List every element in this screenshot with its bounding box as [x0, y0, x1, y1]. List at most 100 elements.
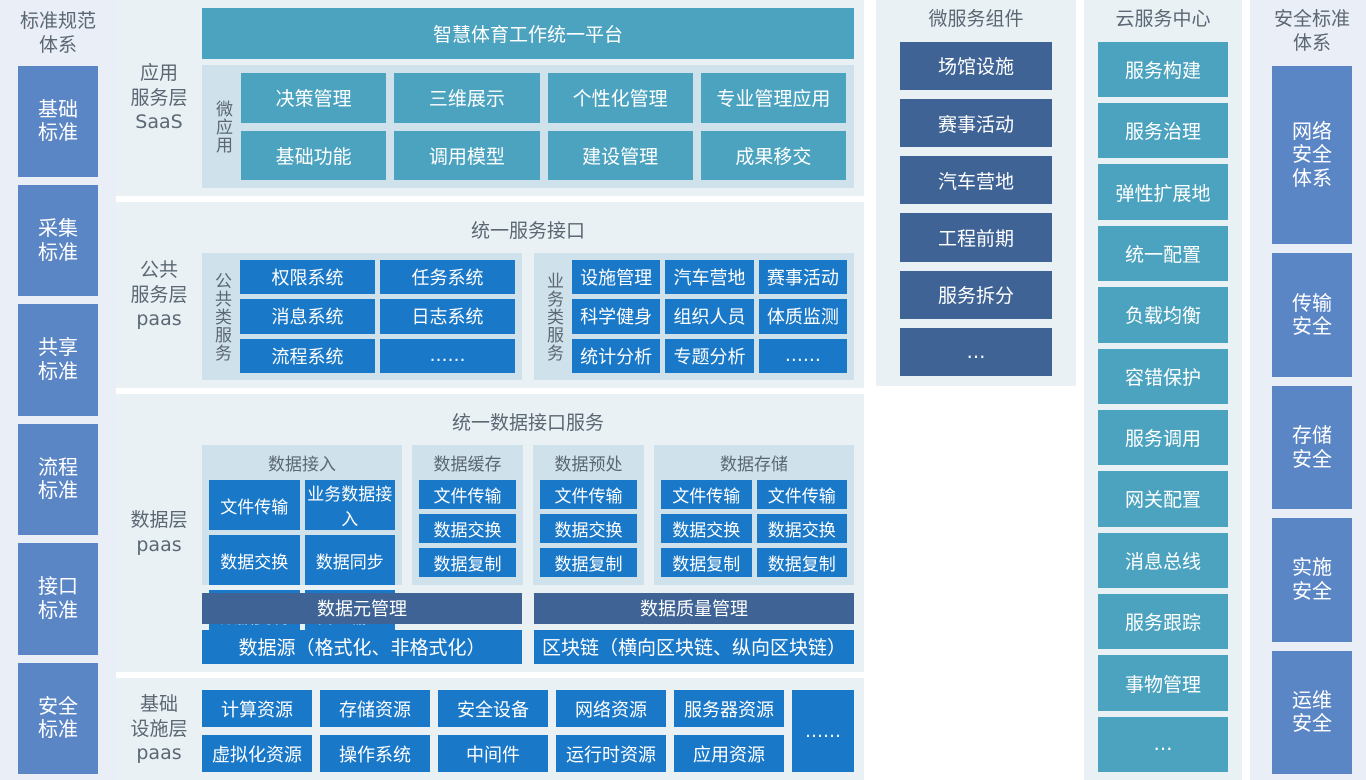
application-tile-6[interactable]: 建设管理: [547, 130, 693, 180]
standards-list: 基础 标准采集 标准共享 标准流程 标准接口 标准安全 标准: [0, 65, 116, 775]
infrastructure-tile-1[interactable]: 存储资源: [320, 690, 430, 727]
application-tile-5[interactable]: 调用模型: [394, 130, 540, 180]
data-tile-3-4[interactable]: 数据复制: [661, 548, 752, 577]
cloud-service-box-1[interactable]: 服务治理: [1098, 103, 1228, 159]
public-service-tile-1-6[interactable]: 统计分析: [572, 338, 661, 373]
data-management-bar-0[interactable]: 数据元管理: [202, 593, 522, 624]
data-group-title-1: 数据缓存: [433, 455, 502, 475]
security-box-1[interactable]: 传输 安全: [1272, 253, 1352, 377]
application-tile-1[interactable]: 三维展示: [394, 73, 540, 123]
microservice-box-2[interactable]: 汽车营地: [900, 156, 1052, 205]
data-management-row: 数据元管理数据质量管理: [202, 593, 854, 624]
infrastructure-tile-2[interactable]: 安全设备: [438, 690, 548, 727]
data-tile-0-0[interactable]: 文件传输: [209, 480, 300, 530]
public-service-tile-0-3[interactable]: 日志系统: [380, 299, 515, 334]
infrastructure-tile-0[interactable]: 计算资源: [202, 690, 312, 727]
microservice-panel: 微服务组件 场馆设施赛事活动汽车营地工程前期服务拆分…: [876, 0, 1076, 386]
public-service-group-1: 业务类服务设施管理汽车营地赛事活动科学健身组织人员体质监测统计分析专题分析……: [534, 253, 854, 380]
standard-box-2[interactable]: 共享 标准: [18, 304, 98, 416]
infrastructure-tile-7[interactable]: 中间件: [438, 735, 548, 772]
cloud-service-box-2[interactable]: 弹性扩展地: [1098, 164, 1228, 220]
infrastructure-tile-3[interactable]: 网络资源: [556, 690, 666, 727]
infrastructure-tile-6[interactable]: 操作系统: [320, 735, 430, 772]
data-group-3: 数据存储文件传输文件传输数据交换数据交换数据复制数据复制: [654, 445, 854, 585]
data-tile-1-1[interactable]: 数据交换: [419, 514, 516, 543]
public-service-tile-1-0[interactable]: 设施管理: [572, 260, 661, 295]
application-tile-0[interactable]: 决策管理: [241, 73, 387, 123]
microservice-box-1[interactable]: 赛事活动: [900, 98, 1052, 148]
standard-box-5[interactable]: 安全 标准: [18, 662, 98, 775]
unified-data-interface-title: 统一数据接口服务: [451, 412, 604, 434]
public-service-tile-1-2[interactable]: 赛事活动: [758, 260, 847, 295]
public-service-tile-1-7[interactable]: 专题分析: [665, 338, 754, 373]
standard-box-4[interactable]: 接口 标准: [18, 543, 98, 655]
public-service-tile-1-5[interactable]: 体质监测: [758, 299, 847, 334]
data-source-bar-1[interactable]: 区块链（横向区块链、纵向区块链）: [534, 629, 854, 664]
public-service-tile-0-4[interactable]: 流程系统: [240, 338, 375, 373]
application-tile-4[interactable]: 基础功能: [241, 130, 387, 180]
security-box-2[interactable]: 存储 安全: [1272, 385, 1352, 510]
security-box-3[interactable]: 实施 安全: [1272, 518, 1352, 642]
standard-box-3[interactable]: 流程 标准: [18, 423, 98, 536]
cloud-service-box-6[interactable]: 服务调用: [1098, 409, 1228, 466]
microservice-box-4[interactable]: 服务拆分: [900, 270, 1052, 319]
data-group-title-0: 数据接入: [268, 455, 336, 475]
cloud-service-box-0[interactable]: 服务构建: [1098, 41, 1228, 98]
data-group-2: 数据预处文件传输数据交换数据复制: [533, 445, 644, 585]
public-service-tile-0-0[interactable]: 权限系统: [240, 260, 375, 295]
microservice-box-3[interactable]: 工程前期: [900, 213, 1052, 262]
data-tile-0-2[interactable]: 数据交换: [209, 535, 300, 585]
infrastructure-inner: 计算资源存储资源安全设备网络资源服务器资源虚拟化资源操作系统中间件运行时资源应用…: [202, 686, 854, 772]
data-tile-3-2[interactable]: 数据交换: [661, 514, 752, 543]
cloud-service-box-3[interactable]: 统一配置: [1098, 225, 1228, 282]
standard-box-0[interactable]: 基础 标准: [18, 65, 98, 177]
data-groups: 数据接入文件传输业务数据接入数据交换数据同步数据复制代理输入数据缓存文件传输数据…: [202, 445, 854, 640]
data-management-bar-1[interactable]: 数据质量管理: [534, 593, 854, 624]
infrastructure-layer-label: 基础 设施层 paas: [130, 692, 188, 765]
data-tile-3-0[interactable]: 文件传输: [661, 480, 752, 509]
data-tile-3-3[interactable]: 数据交换: [756, 514, 847, 543]
cloud-service-box-11[interactable]: …: [1098, 716, 1228, 773]
data-tile-1-0[interactable]: 文件传输: [419, 480, 516, 509]
data-tile-2-2[interactable]: 数据复制: [540, 548, 637, 577]
application-tiles: 决策管理三维展示个性化管理专业管理应用基础功能调用模型建设管理成果移交: [241, 73, 846, 180]
cloud-service-box-9[interactable]: 服务跟踪: [1098, 593, 1228, 650]
infrastructure-tile-5[interactable]: 虚拟化资源: [202, 735, 312, 772]
infrastructure-tile-4[interactable]: 服务器资源: [674, 690, 784, 727]
public-service-group-label-0: 公共类服务: [211, 271, 231, 362]
infrastructure-tile-9[interactable]: 应用资源: [674, 735, 784, 772]
data-source-bar-0[interactable]: 数据源（格式化、非格式化）: [202, 629, 522, 664]
security-box-4[interactable]: 运维 安全: [1272, 650, 1352, 774]
cloud-service-box-10[interactable]: 事物管理: [1098, 655, 1228, 711]
infrastructure-tile-8[interactable]: 运行时资源: [556, 735, 666, 772]
security-box-0[interactable]: 网络 安全 体系: [1272, 65, 1352, 245]
application-tile-3[interactable]: 专业管理应用: [700, 73, 846, 123]
public-service-tile-0-1[interactable]: 任务系统: [380, 260, 515, 295]
public-service-tile-1-8[interactable]: ……: [758, 338, 847, 373]
cloud-service-column: 云服务中心 服务构建服务治理弹性扩展地统一配置负载均衡容错保护服务调用网关配置消…: [1084, 0, 1242, 780]
application-tile-2[interactable]: 个性化管理: [547, 73, 693, 123]
public-service-tile-0-5[interactable]: ……: [380, 338, 515, 373]
microservice-box-0[interactable]: 场馆设施: [900, 41, 1052, 90]
public-service-tile-0-2[interactable]: 消息系统: [240, 299, 375, 334]
cloud-service-box-7[interactable]: 网关配置: [1098, 471, 1228, 527]
application-tile-7[interactable]: 成果移交: [700, 130, 846, 180]
data-tile-1-2[interactable]: 数据复制: [419, 548, 516, 577]
public-service-grid-1: 设施管理汽车营地赛事活动科学健身组织人员体质监测统计分析专题分析……: [572, 260, 847, 373]
standard-box-1[interactable]: 采集 标准: [18, 184, 98, 297]
data-tile-2-0[interactable]: 文件传输: [540, 480, 637, 509]
public-service-tile-1-1[interactable]: 汽车营地: [665, 260, 754, 295]
public-service-tile-1-3[interactable]: 科学健身: [572, 299, 661, 334]
data-tile-0-1[interactable]: 业务数据接入: [304, 480, 395, 530]
data-tile-2-1[interactable]: 数据交换: [540, 514, 637, 543]
cloud-service-box-5[interactable]: 容错保护: [1098, 348, 1228, 404]
data-tile-3-1[interactable]: 文件传输: [756, 480, 847, 509]
data-tile-0-3[interactable]: 数据同步: [304, 535, 395, 585]
public-service-tile-1-4[interactable]: 组织人员: [665, 299, 754, 334]
security-standards-list: 网络 安全 体系传输 安全存储 安全实施 安全运维 安全: [1250, 65, 1366, 775]
application-layer-label: 应用 服务层 SaaS: [130, 61, 188, 134]
data-tile-3-5[interactable]: 数据复制: [756, 548, 847, 577]
microservice-box-5[interactable]: …: [900, 327, 1052, 376]
cloud-service-box-8[interactable]: 消息总线: [1098, 532, 1228, 588]
cloud-service-box-4[interactable]: 负载均衡: [1098, 287, 1228, 343]
